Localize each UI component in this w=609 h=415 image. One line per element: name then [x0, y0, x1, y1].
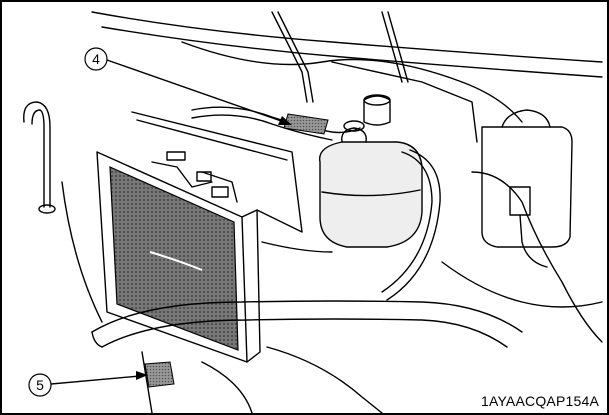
- reservoir-neck: [341, 127, 367, 143]
- callout-4: 4: [84, 47, 292, 125]
- washer-tank: [481, 126, 573, 248]
- bumper-tube-lower: [101, 318, 508, 348]
- lower-body-frame: [141, 351, 153, 413]
- side-hose: [381, 151, 433, 293]
- radiator-bracket-b: [201, 171, 238, 203]
- hood-rod-left: [271, 11, 308, 103]
- washer-wire: [519, 214, 548, 268]
- bumper-tube-upper: [91, 300, 523, 333]
- firewall-line: [331, 61, 478, 143]
- upper-fender: [181, 41, 523, 123]
- callout-5-circle: [28, 373, 52, 397]
- radiator-top-shroud: [131, 111, 303, 233]
- grab-rail-foot: [38, 204, 56, 214]
- hood-rod-right: [381, 11, 403, 83]
- overflow-bottle: [363, 95, 391, 126]
- grab-rail-inner: [31, 109, 45, 208]
- bumper-tube-end: [91, 331, 103, 348]
- bracket-slot-2: [196, 171, 212, 182]
- lower-body-center: [201, 361, 253, 413]
- hood-panel-inner: [101, 26, 603, 78]
- pad-location-5: [144, 361, 175, 388]
- reservoir-tank: [318, 141, 423, 248]
- hood-rod-left-b: [277, 11, 314, 103]
- lower-body-left: [61, 181, 103, 323]
- callout-5-leader: [50, 375, 141, 385]
- radiator-top-shroud-b: [136, 119, 288, 161]
- callout-5-arrowhead: [136, 371, 148, 380]
- grab-rail: [23, 101, 51, 208]
- radiator-screen: [109, 166, 239, 351]
- hood-rod-right-b: [387, 11, 409, 83]
- screen-handle: [149, 251, 203, 271]
- callout-5: 5: [28, 371, 148, 397]
- overflow-cap: [363, 94, 391, 106]
- reservoir-cap: [343, 120, 365, 132]
- lower-hose: [261, 241, 333, 253]
- engine-right-contour-b: [441, 261, 603, 308]
- washer-tank-top: [501, 109, 551, 128]
- figure-code: 1AYAACQAP154A: [480, 393, 599, 409]
- callout-4-circle: [84, 47, 108, 71]
- bracket-slot-1: [166, 151, 186, 161]
- upper-hose-b: [191, 114, 333, 141]
- callout-5-label: 5: [36, 377, 44, 393]
- callout-4-leader: [106, 59, 285, 123]
- hood-panel: [91, 11, 603, 63]
- bracket-slot-3: [211, 186, 229, 198]
- lower-body-right: [266, 346, 383, 413]
- callout-4-arrowhead: [278, 116, 292, 125]
- callout-4-label: 4: [92, 51, 100, 67]
- reservoir-seam: [321, 189, 421, 197]
- radiator-bracket: [151, 161, 213, 188]
- side-hose-b: [386, 149, 441, 301]
- radiator-frame-side: [241, 209, 261, 363]
- engine-right-contour: [471, 171, 603, 343]
